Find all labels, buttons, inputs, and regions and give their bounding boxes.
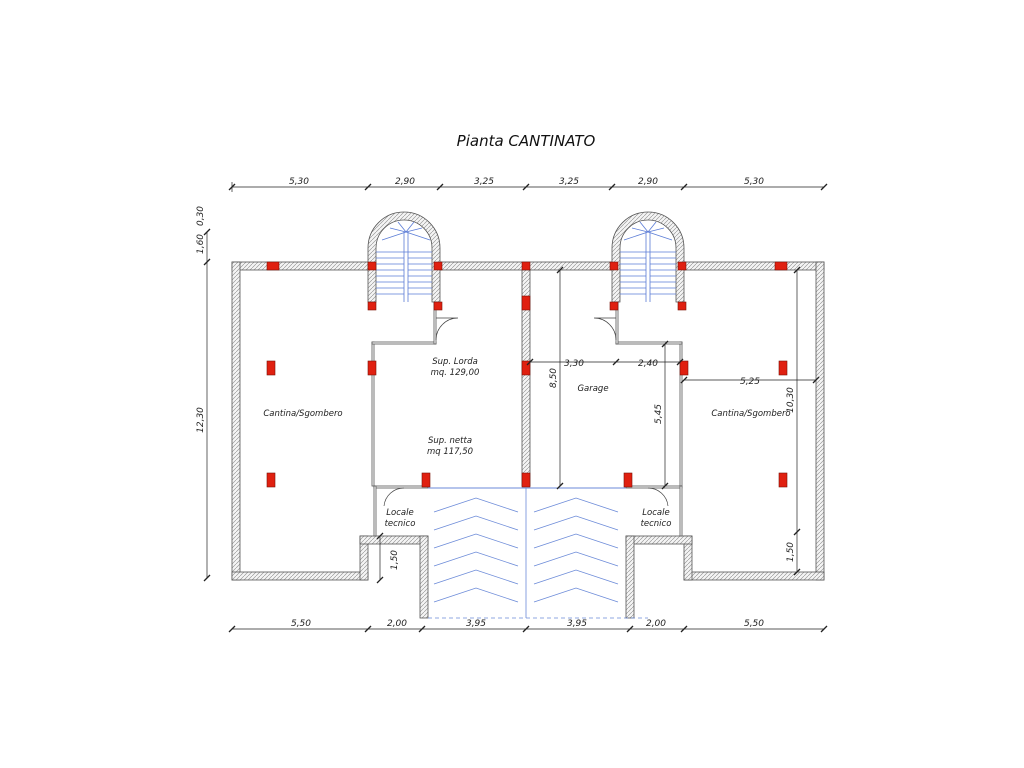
plan-title: Pianta CANTINATO <box>457 132 596 150</box>
svg-text:5,25: 5,25 <box>740 377 760 387</box>
top-dimension-labels: 5,30 2,90 3,25 3,25 2,90 5,30 <box>289 177 764 187</box>
doors <box>383 317 669 507</box>
dimension-lines <box>206 182 824 630</box>
stair-left <box>367 211 441 303</box>
svg-text:5,45: 5,45 <box>654 404 664 424</box>
label-cantina-left: Cantina/Sgombero <box>263 409 342 419</box>
room-labels: Cantina/Sgombero Cantina/Sgombero Sup. L… <box>263 357 790 529</box>
svg-text:2,00: 2,00 <box>646 619 666 629</box>
dimension-ticks <box>203 183 828 633</box>
label-locale-right-2: tecnico <box>641 519 672 529</box>
left-dimension-labels: 0,30 1,60 12,30 <box>196 206 206 433</box>
svg-text:10,30: 10,30 <box>786 387 796 413</box>
svg-text:3,25: 3,25 <box>559 177 579 187</box>
svg-text:1,50: 1,50 <box>786 542 796 562</box>
label-sup-netta: Sup. netta <box>428 436 472 446</box>
svg-text:2,90: 2,90 <box>395 177 415 187</box>
label-locale-right-1: Locale <box>642 508 669 518</box>
svg-text:1,50: 1,50 <box>390 550 400 570</box>
ramps <box>428 487 648 619</box>
svg-text:5,50: 5,50 <box>744 619 764 629</box>
svg-text:8,50: 8,50 <box>549 368 559 388</box>
label-locale-left-2: tecnico <box>385 519 416 529</box>
svg-text:3,95: 3,95 <box>567 619 587 629</box>
svg-text:2,90: 2,90 <box>638 177 658 187</box>
label-sup-netta-value: mq 117,50 <box>427 447 473 457</box>
svg-text:5,30: 5,30 <box>289 177 309 187</box>
interior-dimension-labels: 3,30 2,40 8,50 5,45 5,25 10,30 1,50 1,50 <box>390 359 796 570</box>
label-garage: Garage <box>577 384 608 394</box>
svg-text:5,50: 5,50 <box>291 619 311 629</box>
svg-text:1,60: 1,60 <box>196 234 206 254</box>
label-cantina-right: Cantina/Sgombero <box>711 409 790 419</box>
label-sup-lorda-value: mq. 129,00 <box>431 368 480 378</box>
svg-text:0,30: 0,30 <box>196 206 206 226</box>
bottom-dimension-labels: 5,50 2,00 3,95 3,95 2,00 5,50 <box>291 619 764 629</box>
label-sup-lorda: Sup. Lorda <box>432 357 478 367</box>
stair-right <box>611 211 685 303</box>
svg-text:3,95: 3,95 <box>466 619 486 629</box>
svg-text:3,30: 3,30 <box>564 359 584 369</box>
svg-text:2,40: 2,40 <box>638 359 658 369</box>
pillars <box>266 261 788 488</box>
svg-text:12,30: 12,30 <box>196 407 206 433</box>
svg-text:3,25: 3,25 <box>474 177 494 187</box>
label-locale-left-1: Locale <box>386 508 413 518</box>
svg-text:5,30: 5,30 <box>744 177 764 187</box>
svg-text:2,00: 2,00 <box>387 619 407 629</box>
